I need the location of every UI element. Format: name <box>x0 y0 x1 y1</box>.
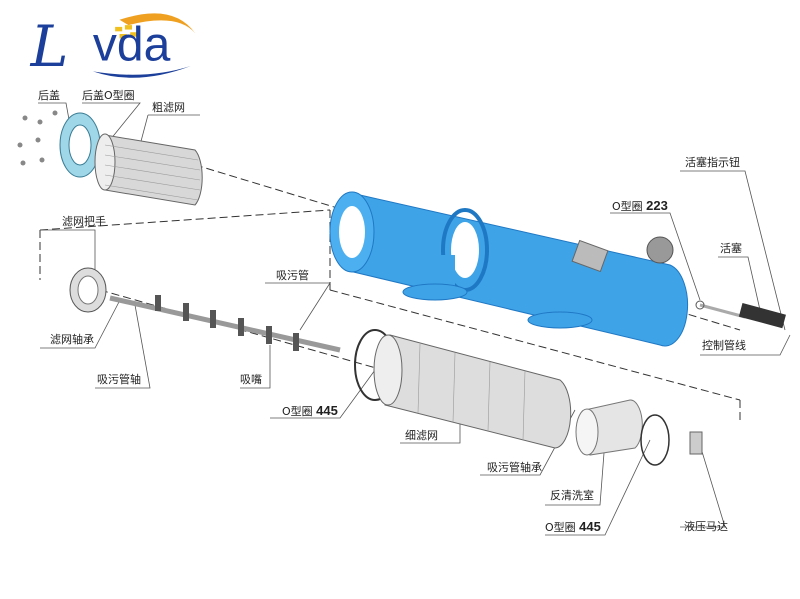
label-screen-handle: 滤网把手 <box>62 215 106 228</box>
label-nozzle: 吸嘴 <box>240 373 262 386</box>
label-backwash-chamber: 反清洗室 <box>550 489 594 502</box>
label-coarse-screen: 粗滤网 <box>152 101 185 114</box>
piston <box>738 303 786 329</box>
label-piston: 活塞 <box>720 242 742 255</box>
label-suction-shaft: 吸污管轴 <box>97 373 141 386</box>
lvda-logo: L vda <box>30 13 196 80</box>
coarse-screen <box>94 133 203 206</box>
hydraulic-motor <box>689 431 703 455</box>
label-oring-445-a: O型圈 445 <box>282 403 338 418</box>
oring-445-b <box>640 414 670 466</box>
label-fine-screen: 细滤网 <box>405 429 438 442</box>
label-suction-pipe: 吸污管 <box>276 269 309 282</box>
backwash-chamber <box>584 399 643 456</box>
label-suction-bearing: 吸污管轴承 <box>487 461 542 474</box>
filter-housing <box>329 191 689 347</box>
fine-screen <box>373 334 572 449</box>
label-screen-bearing: 滤网轴承 <box>50 333 94 346</box>
svg-text:vda: vda <box>93 19 171 72</box>
suction-pipe <box>109 295 341 353</box>
label-rear-cover: 后盖 <box>38 89 60 102</box>
label-hydraulic-motor: 液压马达 <box>684 520 728 533</box>
svg-text:L: L <box>30 14 69 80</box>
label-oring-445-b: O型圈 445 <box>545 519 601 534</box>
label-piston-indicator: 活塞指示钮 <box>685 156 740 169</box>
leader-lines <box>38 102 791 536</box>
bolts <box>17 110 58 166</box>
label-control-line: 控制管线 <box>702 339 746 352</box>
label-rear-cover-oring: 后盖O型圈 <box>82 89 135 102</box>
label-oring-223: O型圈 223 <box>612 198 668 213</box>
